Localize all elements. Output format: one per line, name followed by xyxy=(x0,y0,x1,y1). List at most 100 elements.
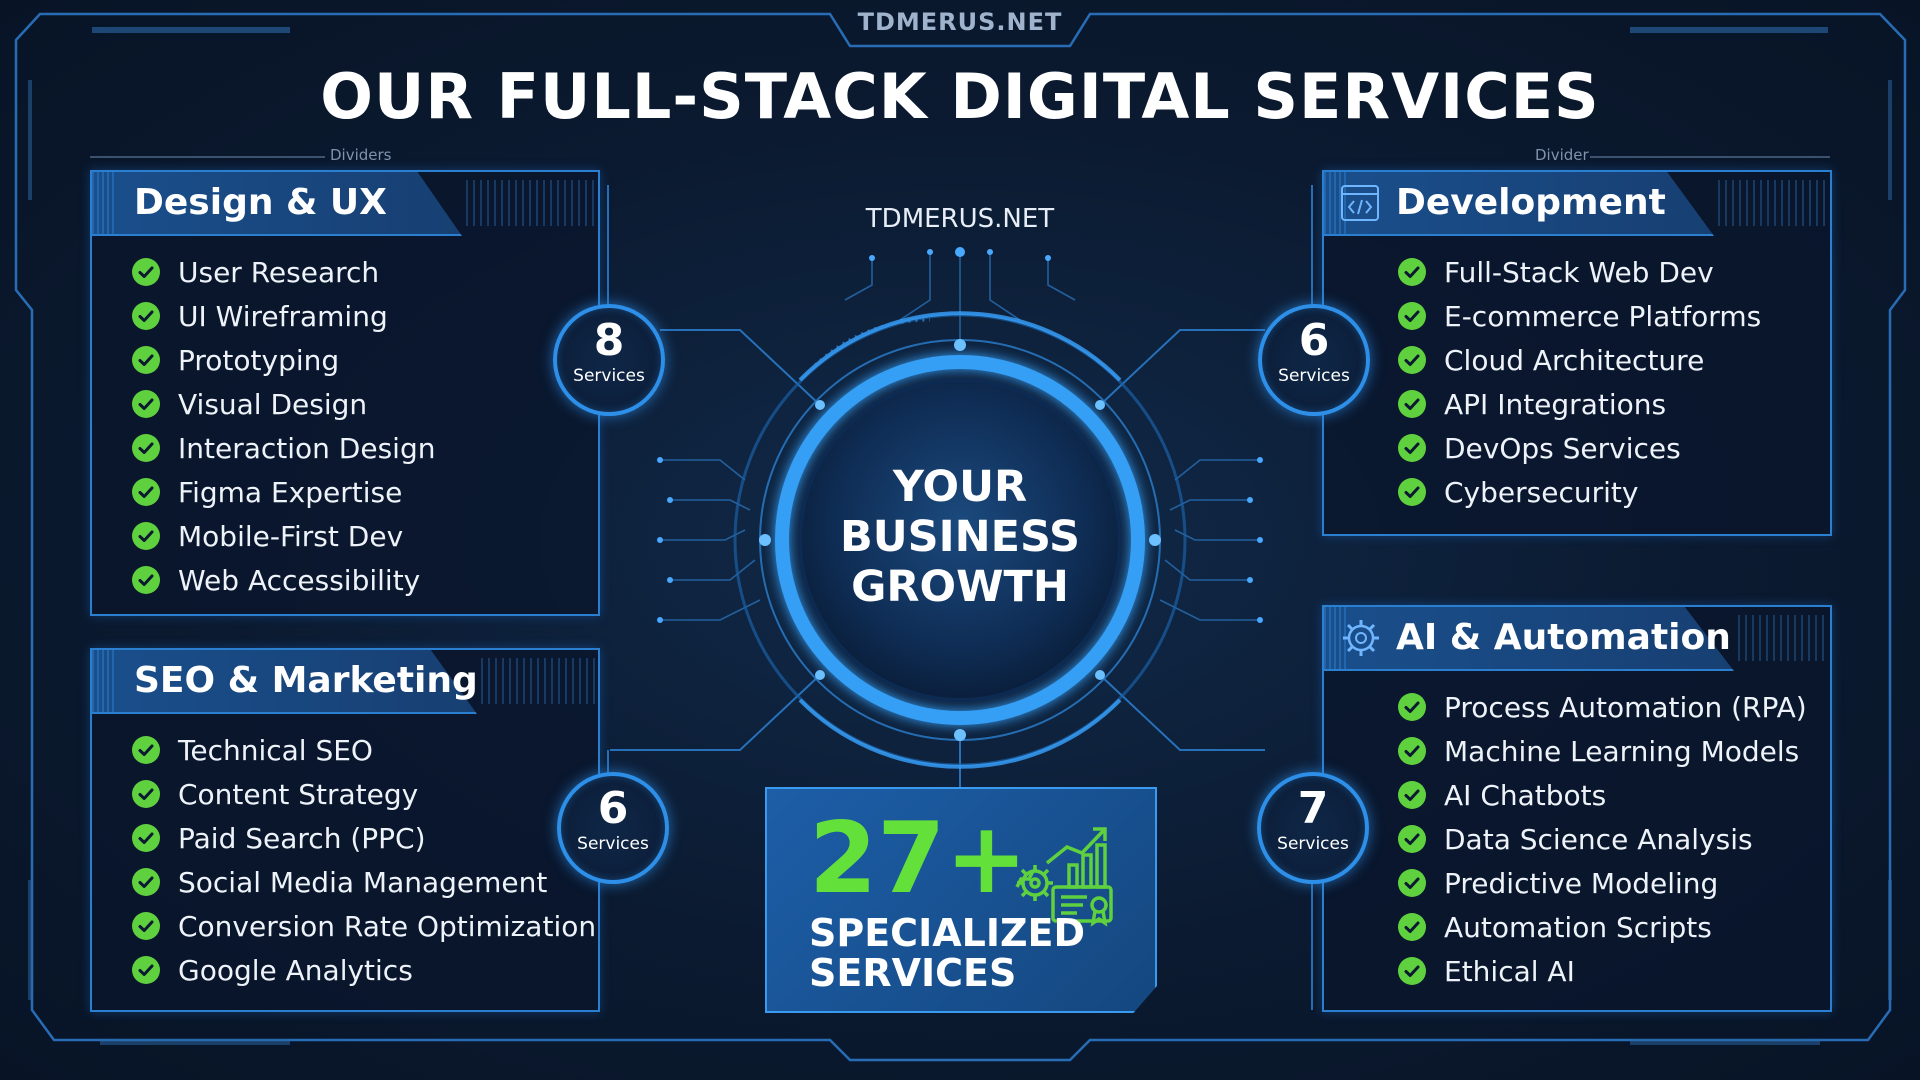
panel-header-bars xyxy=(1718,180,1828,226)
core-text: YOUR BUSINESS GROWTH xyxy=(839,462,1081,612)
check-icon xyxy=(1398,434,1426,462)
panel-header-bars xyxy=(466,180,596,226)
check-icon xyxy=(1398,825,1426,853)
check-icon xyxy=(1398,390,1426,418)
panel-header-bars xyxy=(481,658,596,704)
service-item-label: DevOps Services xyxy=(1444,431,1681,465)
service-item-label: Machine Learning Models xyxy=(1444,734,1800,768)
service-item-label: Paid Search (PPC) xyxy=(178,821,426,855)
check-icon xyxy=(132,824,160,852)
check-icon xyxy=(1398,693,1426,721)
panel-title: Development xyxy=(1396,182,1666,223)
center-brand: TDMERUS.NET xyxy=(865,204,1055,234)
service-count: 7 xyxy=(1297,783,1329,834)
service-item-label: Technical SEO xyxy=(178,733,373,767)
service-item: Figma Expertise xyxy=(132,470,435,514)
check-icon xyxy=(132,258,160,286)
check-icon xyxy=(132,912,160,940)
check-icon xyxy=(1398,913,1426,941)
check-icon xyxy=(1398,478,1426,506)
service-item-label: Figma Expertise xyxy=(178,475,403,509)
panel-header xyxy=(1324,607,1734,671)
total-services-box: 27+ SPECIALIZED SERVICES xyxy=(765,787,1157,1013)
service-item: Conversion Rate Optimization xyxy=(132,904,596,948)
service-count-label: Services xyxy=(573,366,645,386)
check-icon xyxy=(1398,302,1426,330)
check-icon xyxy=(132,736,160,764)
service-item-label: User Research xyxy=(178,255,380,289)
check-icon xyxy=(1398,258,1426,286)
service-item: Full-Stack Web Dev xyxy=(1398,250,1761,294)
service-count-badge: 6 Services xyxy=(557,772,669,884)
service-item-label: API Integrations xyxy=(1444,387,1667,421)
service-item-label: Social Media Management xyxy=(178,865,548,899)
service-item-label: Cybersecurity xyxy=(1444,475,1639,509)
service-count-label: Services xyxy=(1277,834,1349,854)
service-count: 6 xyxy=(1298,315,1330,366)
panel-header-texture xyxy=(92,172,114,234)
service-item: Ethical AI xyxy=(1398,949,1807,993)
service-item: Data Science Analysis xyxy=(1398,817,1807,861)
ai-automation-panel: AI & Automation Process Automation (RPA)… xyxy=(1322,605,1832,1012)
service-item-label: Full-Stack Web Dev xyxy=(1444,255,1714,289)
check-icon xyxy=(1398,957,1426,985)
service-count: 6 xyxy=(597,783,629,834)
service-item: Mobile-First Dev xyxy=(132,514,435,558)
gear-icon xyxy=(1343,620,1379,656)
check-icon xyxy=(1398,781,1426,809)
check-icon xyxy=(132,566,160,594)
check-icon xyxy=(132,868,160,896)
service-item-label: UI Wireframing xyxy=(178,299,388,333)
service-item-label: Web Accessibility xyxy=(178,563,421,597)
service-item: Interaction Design xyxy=(132,426,435,470)
service-item: Predictive Modeling xyxy=(1398,861,1807,905)
panel-header-texture xyxy=(1324,607,1346,669)
check-icon xyxy=(132,956,160,984)
service-item: UI Wireframing xyxy=(132,294,435,338)
stat-label-line2: SERVICES xyxy=(809,951,1017,995)
service-item: Prototyping xyxy=(132,338,435,382)
check-icon xyxy=(132,522,160,550)
panel-header-texture xyxy=(1324,172,1346,234)
service-item: Web Accessibility xyxy=(132,558,435,602)
growth-certificate-icon xyxy=(1015,827,1113,927)
service-item: Visual Design xyxy=(132,382,435,426)
panel-header xyxy=(1324,172,1714,236)
service-item-label: E-commerce Platforms xyxy=(1444,299,1762,333)
service-item-label: Ethical AI xyxy=(1444,954,1575,988)
service-item: Automation Scripts xyxy=(1398,905,1807,949)
check-icon xyxy=(132,346,160,374)
service-item: Social Media Management xyxy=(132,860,596,904)
service-count-badge: 7 Services xyxy=(1257,772,1369,884)
service-item: Content Strategy xyxy=(132,772,596,816)
check-icon xyxy=(1398,737,1426,765)
service-item-label: Content Strategy xyxy=(178,777,419,811)
top-brand: TDMERUS.NET xyxy=(857,8,1063,36)
check-icon xyxy=(132,434,160,462)
check-icon xyxy=(132,780,160,808)
check-icon xyxy=(132,478,160,506)
service-item: Machine Learning Models xyxy=(1398,729,1807,773)
service-item-label: AI Chatbots xyxy=(1444,778,1607,812)
service-item-label: Interaction Design xyxy=(178,431,436,465)
service-item-label: Mobile-First Dev xyxy=(178,519,404,553)
service-item: Google Analytics xyxy=(132,948,596,992)
panel-title: Design & UX xyxy=(134,182,387,223)
service-item: User Research xyxy=(132,250,435,294)
service-item-label: Process Automation (RPA) xyxy=(1444,690,1807,724)
check-icon xyxy=(1398,869,1426,897)
service-item: Process Automation (RPA) xyxy=(1398,685,1807,729)
page-title: OUR FULL-STACK DIGITAL SERVICES xyxy=(320,60,1600,133)
check-icon xyxy=(1398,346,1426,374)
service-item-label: Google Analytics xyxy=(178,953,413,987)
service-item: DevOps Services xyxy=(1398,426,1761,470)
service-count-label: Services xyxy=(577,834,649,854)
service-item: Cybersecurity xyxy=(1398,470,1761,514)
panel-header-bars xyxy=(1738,615,1828,661)
service-item-label: Visual Design xyxy=(178,387,368,421)
service-count-badge: 6 Services xyxy=(1258,304,1370,416)
